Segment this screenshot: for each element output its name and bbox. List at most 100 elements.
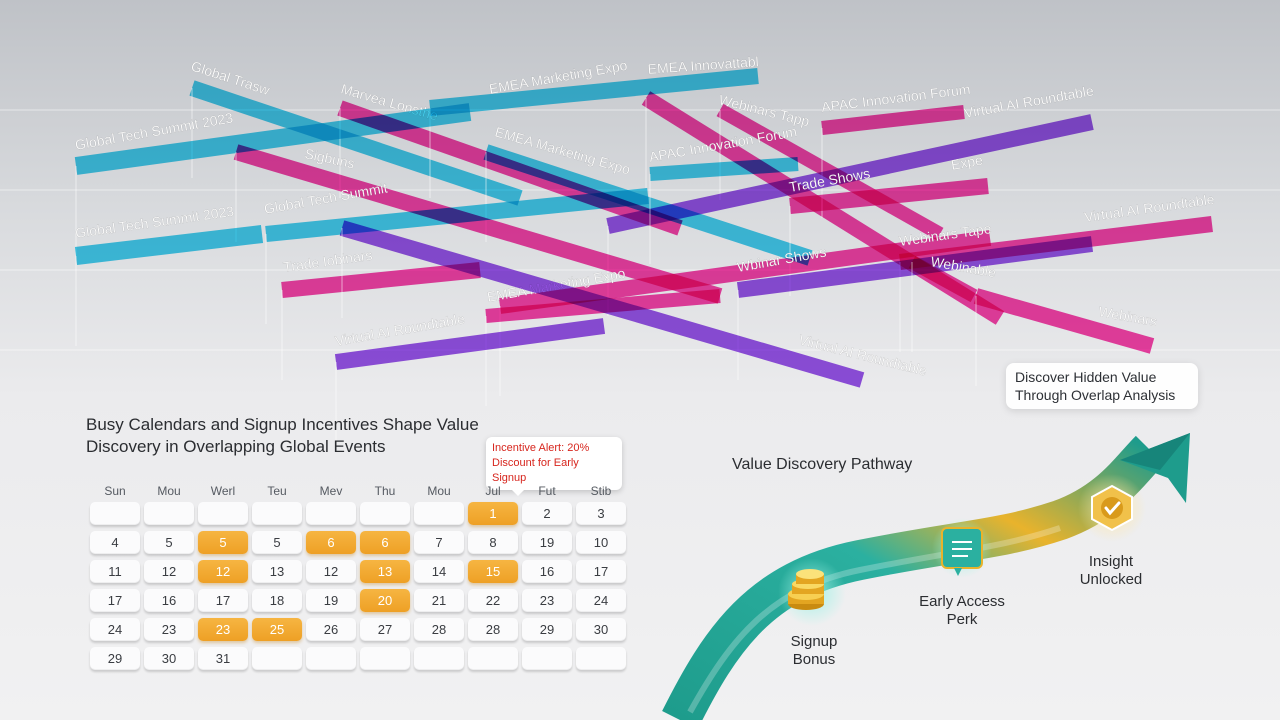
calendar-day[interactable]: 16 xyxy=(522,560,572,583)
weekday-label: Mou xyxy=(157,484,181,498)
calendar-day[interactable]: 29 xyxy=(522,618,572,641)
checkmark-icon xyxy=(1091,484,1133,532)
calendar-day[interactable]: 14 xyxy=(414,560,464,583)
calendar-day[interactable]: 17 xyxy=(198,589,248,612)
calendar-day[interactable]: 17 xyxy=(576,560,626,583)
event-bar xyxy=(74,103,472,175)
value-pathway: Signup Bonus Early Access Perk Insight U… xyxy=(662,433,1190,720)
event-label: Expe xyxy=(950,152,984,173)
event-bar xyxy=(334,318,606,370)
milestone-signup-label-2: Bonus xyxy=(793,651,836,668)
event-bar xyxy=(74,225,264,265)
calendar-day[interactable]: 23 xyxy=(144,618,194,641)
calendar-day[interactable]: 27 xyxy=(360,618,410,641)
event-bar xyxy=(265,188,649,242)
calendar-day[interactable] xyxy=(252,647,302,670)
calendar-day[interactable] xyxy=(252,502,302,525)
overlap-analysis-callout: Discover Hidden Value Through Overlap An… xyxy=(1006,363,1198,409)
calendar-day[interactable] xyxy=(360,647,410,670)
calendar-day[interactable]: 7 xyxy=(414,531,464,554)
calendar-day[interactable] xyxy=(306,647,356,670)
calendar-day[interactable]: 21 xyxy=(414,589,464,612)
calendar-day-highlighted[interactable]: 20 xyxy=(360,589,410,612)
calendar-day[interactable]: 31 xyxy=(198,647,248,670)
calendar-day[interactable]: 5 xyxy=(144,531,194,554)
calendar-day-highlighted[interactable]: 6 xyxy=(360,531,410,554)
calendar-day[interactable]: 30 xyxy=(144,647,194,670)
calendar-day[interactable]: 2 xyxy=(522,502,572,525)
weekday-label: Thu xyxy=(374,484,396,498)
calendar-day-highlighted[interactable]: 6 xyxy=(306,531,356,554)
calendar-day[interactable]: 11 xyxy=(90,560,140,583)
calendar-day[interactable]: 23 xyxy=(522,589,572,612)
calendar-day[interactable]: 12 xyxy=(306,560,356,583)
event-bar xyxy=(606,114,1094,234)
event-bar xyxy=(429,68,759,116)
event-bar xyxy=(189,80,523,206)
calendar-day[interactable] xyxy=(144,502,194,525)
calendar-day[interactable]: 24 xyxy=(576,589,626,612)
calendar-day[interactable]: 29 xyxy=(90,647,140,670)
calendar-day-highlighted[interactable]: 15 xyxy=(468,560,518,583)
calendar-day[interactable]: 5 xyxy=(252,531,302,554)
calendar-day[interactable]: 19 xyxy=(522,531,572,554)
calendar-day[interactable] xyxy=(522,647,572,670)
calendar-day[interactable]: 26 xyxy=(306,618,356,641)
incentive-alert: Incentive Alert: 20% Discount for Early … xyxy=(486,437,622,496)
event-bar xyxy=(908,255,978,303)
calendar-day[interactable]: 10 xyxy=(576,531,626,554)
calendar-day[interactable] xyxy=(90,502,140,525)
document-icon xyxy=(941,527,983,576)
calendar-day[interactable]: 30 xyxy=(576,618,626,641)
calendar-day[interactable]: 17 xyxy=(90,589,140,612)
calendar-day[interactable] xyxy=(306,502,356,525)
pathway-highlight xyxy=(687,525,1061,714)
event-bar xyxy=(649,157,799,181)
calendar-day-highlighted[interactable]: 5 xyxy=(198,531,248,554)
calendar-day[interactable] xyxy=(414,502,464,525)
calendar-day[interactable] xyxy=(360,502,410,525)
event-bar xyxy=(821,105,965,135)
pathway-title: Value Discovery Pathway xyxy=(732,456,913,473)
milestone-early-access-label-1: Early Access xyxy=(919,593,1005,610)
calendar-title: Busy Calendars and Signup Incentives Sha… xyxy=(86,415,479,456)
event-label: Virtual AI Roundtable xyxy=(963,82,1095,121)
event-bar xyxy=(233,144,723,304)
calendar-day[interactable]: 12 xyxy=(144,560,194,583)
calendar-day[interactable] xyxy=(198,502,248,525)
calendar-day[interactable]: 18 xyxy=(252,589,302,612)
event-bar xyxy=(339,220,865,388)
event-bar xyxy=(789,178,989,214)
calendar-day[interactable]: 28 xyxy=(414,618,464,641)
calendar-day-highlighted[interactable]: 13 xyxy=(360,560,410,583)
weekday-label: Mou xyxy=(427,484,451,498)
calendar-day[interactable] xyxy=(468,647,518,670)
milestone-insight-label-2: Unlocked xyxy=(1080,571,1143,588)
calendar-day-highlighted[interactable]: 12 xyxy=(198,560,248,583)
calendar-day[interactable]: 19 xyxy=(306,589,356,612)
weekday-label: Mev xyxy=(319,484,343,498)
calendar-day-highlighted[interactable]: 23 xyxy=(198,618,248,641)
milestone-insight-label-1: Insight xyxy=(1089,553,1134,570)
calendar-day[interactable] xyxy=(414,647,464,670)
event-bar xyxy=(973,288,1155,354)
calendar-day[interactable]: 28 xyxy=(468,618,518,641)
weekday-label: Jul xyxy=(485,484,501,498)
calendar-day[interactable]: 24 xyxy=(90,618,140,641)
calendar-day[interactable] xyxy=(576,647,626,670)
weekday-label: Fut xyxy=(538,484,556,498)
calendar-day-highlighted[interactable]: 1 xyxy=(468,502,518,525)
calendar-day[interactable]: 4 xyxy=(90,531,140,554)
weekday-label: Sun xyxy=(104,484,126,498)
calendar-day[interactable]: 13 xyxy=(252,560,302,583)
calendar-day[interactable]: 16 xyxy=(144,589,194,612)
calendar-day[interactable]: 8 xyxy=(468,531,518,554)
event-bar xyxy=(281,262,481,298)
milestone-signup-label-1: Signup xyxy=(791,633,838,650)
calendar-day[interactable]: 3 xyxy=(576,502,626,525)
calendar-day-highlighted[interactable]: 25 xyxy=(252,618,302,641)
calendar-day[interactable]: 22 xyxy=(468,589,518,612)
weekday-label: Teu xyxy=(267,484,287,498)
